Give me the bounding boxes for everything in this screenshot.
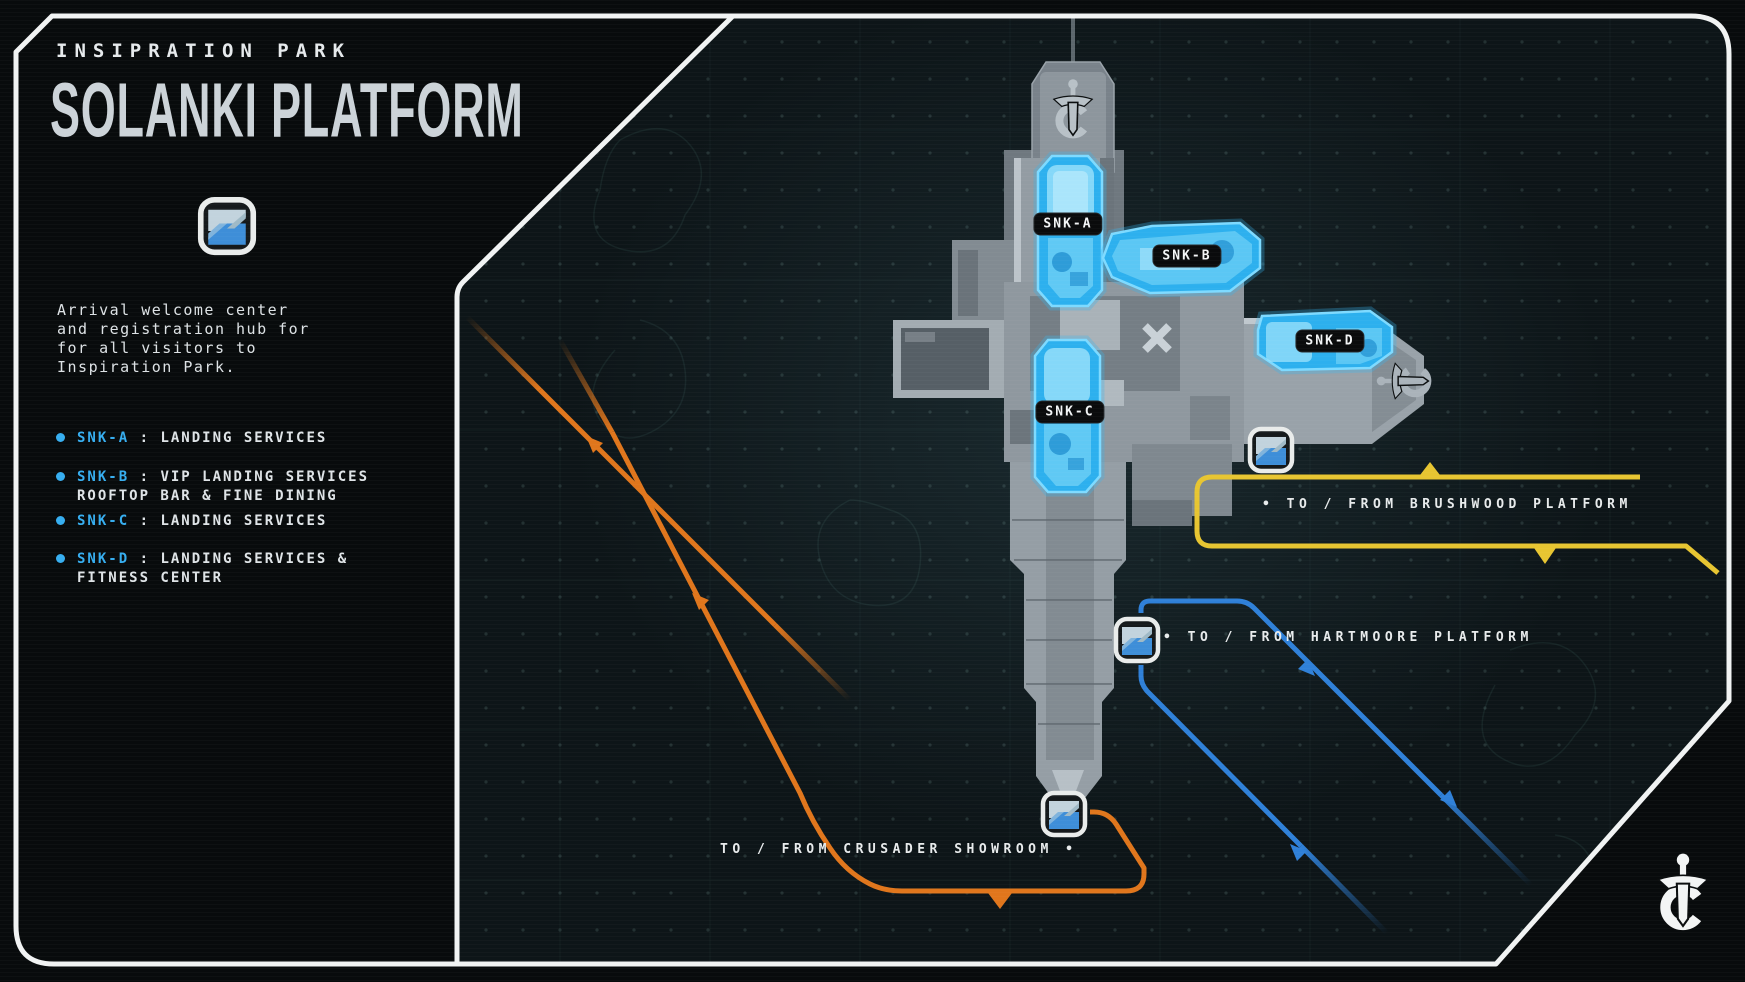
legend-item-snk-a: SNK-A : LANDING SERVICES — [56, 429, 327, 448]
park-kicker: INSIPRATION PARK — [56, 40, 352, 62]
bullet-dot-icon — [56, 516, 65, 525]
bullet-dot-icon — [56, 433, 65, 442]
page-title: SOLANKI PLATFORM — [50, 67, 524, 154]
legend-code: SNK-B — [77, 469, 130, 485]
map-frame — [13, 13, 1732, 967]
transit-routes — [465, 315, 1720, 935]
pad-label-snk-d: SNK-D — [1295, 329, 1365, 353]
route-label-hartmoore: • TO / FROM HARTMOORE PLATFORM — [1163, 630, 1533, 645]
legend-desc: : VIP LANDING SERVICES — [139, 469, 370, 485]
legend-item-snk-d: SNK-D : LANDING SERVICES & FITNESS CENTER — [56, 550, 348, 588]
pad-label-snk-a: SNK-A — [1033, 212, 1103, 236]
route-crusader-showroom-line — [465, 315, 1147, 909]
antenna-mast — [1071, 18, 1075, 64]
legend-desc2: FITNESS CENTER — [77, 570, 224, 586]
legend-code: SNK-D — [77, 551, 130, 567]
route-label-brushwood: • TO / FROM BRUSHWOOD PLATFORM — [1262, 497, 1632, 512]
pad-label-snk-b: SNK-B — [1152, 244, 1222, 268]
platform-description: Arrival welcome center and registration … — [57, 301, 310, 376]
solanki-badge-icon — [197, 196, 257, 256]
bullet-dot-icon — [56, 472, 65, 481]
legend-desc: : LANDING SERVICES — [139, 513, 328, 529]
route-hartmoore-line — [1138, 598, 1533, 935]
route-label-crusader-showroom: TO / FROM CRUSADER SHOWROOM • — [720, 842, 1078, 857]
legend-item-snk-c: SNK-C : LANDING SERVICES — [56, 512, 327, 531]
panel-divider-line — [454, 14, 735, 964]
bullet-dot-icon — [56, 554, 65, 563]
outer-frame-border — [13, 13, 1732, 967]
pad-label-snk-c: SNK-C — [1035, 400, 1105, 424]
legend-item-snk-b: SNK-B : VIP LANDING SERVICES ROOFTOP BAR … — [56, 468, 369, 506]
route-brushwood-line — [1194, 462, 1720, 575]
legend-code: SNK-C — [77, 513, 130, 529]
legend-desc2: ROOFTOP BAR & FINE DINING — [77, 488, 338, 504]
legend-code: SNK-A — [77, 430, 130, 446]
legend-desc: : LANDING SERVICES & — [139, 551, 349, 567]
legend-desc: : LANDING SERVICES — [139, 430, 328, 446]
center-cross-marking — [1142, 323, 1172, 353]
